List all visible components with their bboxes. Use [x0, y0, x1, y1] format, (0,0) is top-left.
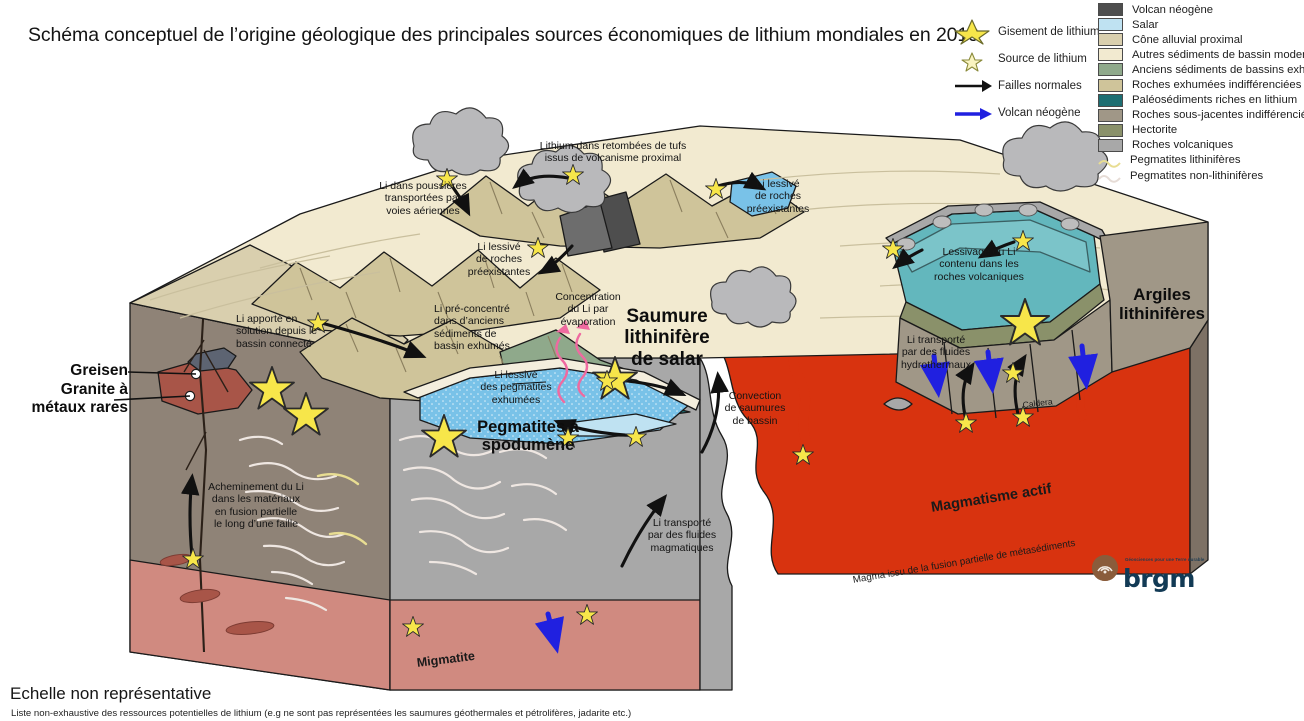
blue-arrow-icon — [955, 107, 992, 120]
label-argiles-lithiniferes: Argiles lithinifères — [1119, 285, 1205, 324]
swatch-label: Pegmatites non-lithinifères — [1130, 169, 1264, 182]
color-swatch — [1098, 33, 1123, 47]
footer-scale-note: Echelle non représentative — [10, 684, 212, 703]
swatch-label: Cône alluvial proximal — [1132, 33, 1243, 46]
legend-label: Source de lithium — [998, 52, 1087, 65]
color-swatch — [1098, 108, 1123, 122]
swatch-label: Hectorite — [1132, 124, 1178, 137]
legend-row-cone-alluvial: Cône alluvial proximal — [1098, 32, 1304, 47]
swatch-label: Paléosédiments riches en lithium — [1132, 94, 1298, 107]
swatch-label: Roches exhumées indifférenciées — [1132, 79, 1302, 92]
legend-item-volcan: Volcan néogène — [952, 99, 1102, 126]
brgm-disc-icon — [1092, 555, 1118, 581]
large-star-icon — [954, 18, 990, 45]
legend-item-source: Source de lithium — [952, 45, 1102, 72]
color-swatch — [1098, 123, 1123, 137]
swatch-label: Roches volcaniques — [1132, 139, 1234, 152]
color-swatch — [1098, 48, 1123, 62]
color-swatch — [1098, 78, 1123, 92]
swatch-label: Pegmatites lithinifères — [1130, 154, 1241, 167]
legend-row-volcan-neogene: Volcan néogène — [1098, 2, 1304, 17]
legend-row-salar: Salar — [1098, 17, 1304, 32]
small-star-icon — [961, 51, 983, 72]
legend-label: Volcan néogène — [998, 106, 1081, 119]
legend-row-roches-exhumees: Roches exhumées indifférenciées — [1098, 77, 1304, 92]
page-title: Schéma conceptuel de l’origine géologiqu… — [28, 24, 979, 46]
footer-disclaimer: Liste non-exhaustive des ressources pote… — [11, 708, 632, 719]
wavy-line-icon — [1098, 170, 1121, 183]
brgm-tagline: Géosciences pour une Terre durable — [1125, 557, 1205, 562]
legend-row-pegmatites-lithiniferes: Pegmatites lithinifères — [1098, 153, 1304, 168]
legend-item-failles: Failles normales — [952, 72, 1102, 99]
swatch-label: Volcan néogène — [1132, 3, 1214, 16]
swatch-label: Anciens sédiments de bassins exhumés — [1132, 63, 1304, 76]
swatch-label: Autres sédiments de bassin moderne — [1132, 48, 1304, 61]
label-pegmatites-spodumene: Pegmatites à spodumène — [477, 418, 579, 455]
swatch-legend: Volcan néogène Salar Cône alluvial proxi… — [1098, 2, 1304, 183]
color-swatch — [1098, 18, 1123, 32]
label-saumure-lithinifere: Saumure lithinifère de salar — [624, 306, 710, 370]
swatch-label: Salar — [1132, 18, 1159, 31]
symbol-legend: Gisement de lithium Source de lithium Fa… — [952, 18, 1102, 126]
color-swatch — [1098, 63, 1123, 77]
legend-row-pegmatites-non-lithiniferes: Pegmatites non-lithinifères — [1098, 168, 1304, 183]
legend-row-roches-volcaniques: Roches volcaniques — [1098, 138, 1304, 153]
label-granite-metaux-rares: Granite à métaux rares — [31, 381, 128, 416]
color-swatch — [1098, 138, 1123, 152]
legend-row-paleosediments: Paléosédiments riches en lithium — [1098, 93, 1304, 108]
brgm-wordmark: brgm — [1123, 564, 1195, 593]
legend-label: Gisement de lithium — [998, 25, 1100, 38]
legend-row-sediments-modernes: Autres sédiments de bassin moderne — [1098, 47, 1304, 62]
color-swatch — [1098, 3, 1123, 17]
color-swatch — [1098, 93, 1123, 107]
swatch-label: Roches sous-jacentes indifférenciées — [1132, 109, 1304, 122]
legend-row-anciens-sediments: Anciens sédiments de bassins exhumés — [1098, 62, 1304, 77]
label-greisen: Greisen — [70, 362, 128, 379]
legend-row-hectorite: Hectorite — [1098, 123, 1304, 138]
legend-row-roches-sous-jacentes: Roches sous-jacentes indifférenciées — [1098, 108, 1304, 123]
legend-item-gisement: Gisement de lithium — [952, 18, 1102, 45]
brgm-logo: Géosciences pour une Terre durable brgm — [1092, 553, 1212, 605]
black-arrow-icon — [955, 79, 992, 92]
legend-label: Failles normales — [998, 79, 1082, 92]
wavy-line-icon — [1098, 155, 1121, 168]
